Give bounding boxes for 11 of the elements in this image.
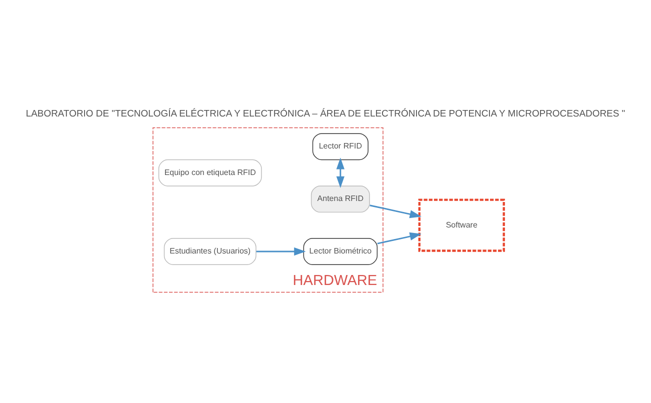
node-box: Estudiantes (Usuarios) — [164, 238, 256, 264]
node-box: Lector RFID — [312, 132, 368, 160]
node-box: Antena RFID — [310, 185, 370, 212]
node-box: Software — [418, 198, 505, 252]
node-box: Equipo con etiqueta RFID — [158, 158, 262, 186]
arrow — [377, 232, 422, 244]
arrow — [256, 246, 306, 256]
arrow — [336, 157, 344, 188]
diagram-title: LABORATORIO DE "TECNOLOGÍA ELÉCTRICA Y ELECTRÓNICA – ÁREA DE ELECTRÓNICA DE POTENCIA Y MICROPROCESADORES " — [26, 108, 626, 119]
arrow — [370, 204, 422, 218]
node-box: Lector Biométrico — [303, 238, 378, 264]
